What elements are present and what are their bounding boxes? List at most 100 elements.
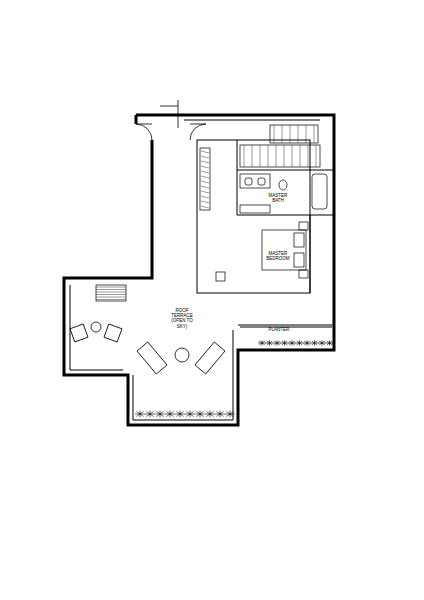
plant-leaf bbox=[210, 414, 214, 416]
terrace-furniture bbox=[70, 322, 225, 374]
wardrobe-hangers bbox=[201, 151, 209, 208]
stair-tread bbox=[292, 145, 293, 167]
plant-leaf bbox=[282, 341, 285, 343]
stair-tread bbox=[300, 145, 301, 167]
hanger bbox=[201, 166, 209, 168]
outer-walls bbox=[64, 115, 334, 425]
plant-leaf bbox=[277, 341, 280, 343]
plant-leaf bbox=[180, 414, 184, 416]
plant-leaf bbox=[206, 414, 210, 416]
hanger bbox=[201, 206, 209, 208]
room-label: MASTER BEDROOM bbox=[263, 251, 293, 261]
hanger bbox=[201, 201, 209, 203]
plant-leaf bbox=[262, 341, 265, 343]
stair-tread bbox=[96, 297, 126, 298]
plant-leaf bbox=[285, 343, 288, 345]
plant-leaf bbox=[176, 412, 180, 414]
stair-tread bbox=[96, 289, 126, 290]
plant-leaf bbox=[200, 412, 204, 414]
plant-leaf bbox=[230, 414, 234, 416]
plant-leaf bbox=[322, 343, 325, 345]
plant-leaf bbox=[200, 414, 204, 416]
wardrobe bbox=[200, 148, 210, 210]
hanger bbox=[201, 151, 209, 153]
hanger bbox=[201, 156, 209, 158]
plant-leaf bbox=[330, 341, 333, 343]
plant-leaf bbox=[160, 414, 164, 416]
plant-leaf bbox=[196, 414, 200, 416]
hanger bbox=[201, 186, 209, 188]
plant-leaf bbox=[277, 343, 280, 345]
plant-leaf bbox=[220, 412, 224, 414]
room-label: ROOF TERRACE (OPEN TO SKY) bbox=[166, 308, 198, 329]
stair-treads bbox=[96, 125, 316, 300]
plant-leaf bbox=[150, 414, 154, 416]
hanger bbox=[201, 196, 209, 198]
stair-tread bbox=[308, 145, 309, 167]
plant-leaf bbox=[166, 414, 170, 416]
planting bbox=[135, 340, 334, 417]
plant-leaf bbox=[226, 412, 230, 414]
stair-tread bbox=[290, 125, 291, 143]
plant-leaf bbox=[146, 414, 150, 416]
plant-leaf bbox=[307, 343, 310, 345]
plant-leaf bbox=[140, 414, 144, 416]
room-label: PLANTER bbox=[264, 327, 294, 332]
plant-leaf bbox=[262, 343, 265, 345]
plant-leaf bbox=[136, 414, 140, 416]
stair-tread bbox=[96, 299, 126, 300]
plant-leaf bbox=[322, 341, 325, 343]
stair-tread bbox=[274, 125, 275, 143]
plant-leaf bbox=[140, 412, 144, 414]
plant-leaf bbox=[319, 341, 322, 343]
plant-leaf bbox=[166, 412, 170, 414]
plant-leaf bbox=[300, 343, 303, 345]
room-label: MASTER BATH bbox=[267, 193, 289, 203]
hanger bbox=[201, 161, 209, 163]
stair-tread bbox=[276, 145, 277, 167]
plant-leaf bbox=[292, 343, 295, 345]
bath-fixtures bbox=[240, 174, 327, 213]
stair-tread bbox=[260, 145, 261, 167]
stair-tread bbox=[268, 145, 269, 167]
plant-leaf bbox=[274, 341, 277, 343]
plant-leaf bbox=[304, 341, 307, 343]
stair-tread bbox=[244, 145, 245, 167]
plant-leaf bbox=[267, 341, 270, 343]
stair-tread bbox=[96, 287, 126, 288]
hanger bbox=[201, 171, 209, 173]
plant-leaf bbox=[307, 341, 310, 343]
stair-tread bbox=[282, 125, 283, 143]
plant-leaf bbox=[289, 341, 292, 343]
plant-leaf bbox=[315, 341, 318, 343]
staircase bbox=[96, 125, 320, 301]
plant-leaf bbox=[186, 412, 190, 414]
plant-leaf bbox=[156, 412, 160, 414]
hanger bbox=[201, 181, 209, 183]
plant-leaf bbox=[297, 341, 300, 343]
stair-tread bbox=[298, 125, 299, 143]
stair-tread bbox=[316, 145, 317, 167]
stair-tread bbox=[252, 145, 253, 167]
plant-leaf bbox=[315, 343, 318, 345]
plant-leaf bbox=[190, 414, 194, 416]
doors bbox=[136, 100, 206, 140]
plant-leaf bbox=[327, 341, 330, 343]
plant-leaf bbox=[292, 341, 295, 343]
stair-tread bbox=[314, 125, 315, 143]
hanger bbox=[201, 191, 209, 193]
plant-leaf bbox=[150, 412, 154, 414]
plant-leaf bbox=[170, 414, 174, 416]
stair-tread bbox=[96, 294, 126, 295]
plant-leaf bbox=[186, 414, 190, 416]
bed bbox=[216, 222, 308, 281]
plant-leaf bbox=[216, 414, 220, 416]
plant-leaf bbox=[226, 414, 230, 416]
hanger bbox=[201, 176, 209, 178]
plant-leaf bbox=[176, 414, 180, 416]
plant-leaf bbox=[146, 412, 150, 414]
plant-leaf bbox=[160, 412, 164, 414]
plant-leaf bbox=[190, 412, 194, 414]
